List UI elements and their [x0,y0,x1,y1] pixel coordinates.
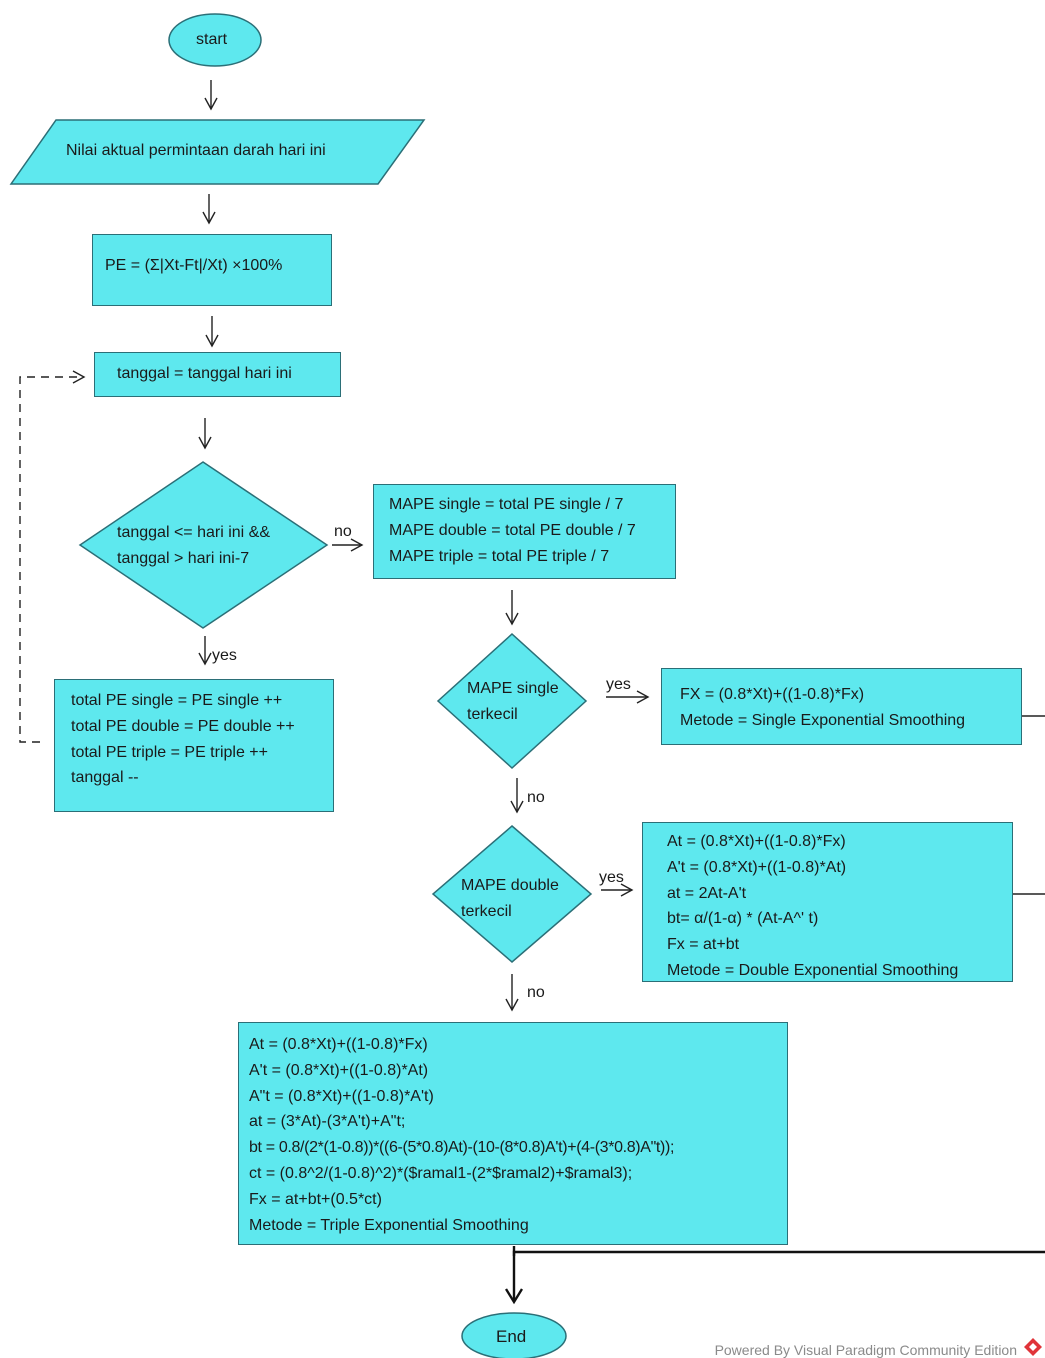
start-label: start [196,31,228,48]
double-method-line-1: At = (0.8*Xt)+((1-0.8)*Fx) [667,833,846,850]
accumulate-line-3: total PE triple = PE triple ++ [71,743,268,761]
accumulate-line-4: tanggal -- [71,769,139,787]
single-check-line-2: terkecil [467,706,518,723]
double-check-line-1: MAPE double [461,877,559,894]
end-terminator [461,1312,567,1358]
single-check-line-1: MAPE single [467,680,559,697]
double-method-line-6: Metode = Double Exponential Smoothing [667,961,959,979]
accumulate-box: total PE single = PE single ++ total PE … [54,679,334,812]
accumulate-line-1: total PE single = PE single ++ [71,692,283,709]
triple-method-line-2: A't = (0.8*Xt)+((1-0.8)*At) [249,1061,429,1079]
mape-double-line: MAPE double = total PE double / 7 [389,521,636,539]
triple-method-box: At = (0.8*Xt)+((1-0.8)*Fx) A't = (0.8*Xt… [238,1022,788,1245]
double-method-box: At = (0.8*Xt)+((1-0.8)*Fx) A't = (0.8*Xt… [642,822,1013,982]
mape-triple-line: MAPE triple = total PE triple / 7 [389,547,610,565]
start-terminator [168,13,262,67]
double-yes-label: yes [599,869,624,886]
date-no-label: no [334,523,352,540]
single-method-line-2: Metode = Single Exponential Smoothing [680,711,966,729]
input-label: Nilai aktual permintaan darah hari ini [66,142,326,159]
triple-method-line-5: bt = 0.8/(2*(1-0.8))*((6-(5*0.8)At)-(10-… [249,1139,675,1157]
single-method-line-1: FX = (0.8*Xt)+((1-0.8)*Fx) [680,686,865,703]
double-method-line-4: bt= α/(1-α) * (At-A^' t) [667,910,819,928]
double-method-line-5: Fx = at+bt [667,936,740,954]
pe-formula-box: PE = (Σ|Xt-Ft|/Xt) ×100% [92,234,332,306]
triple-method-line-6: ct = (0.8^2/(1-0.8)^2)*($ramal1-(2*$rama… [249,1164,633,1182]
single-no-label: no [527,789,545,806]
triple-method-line-1: At = (0.8*Xt)+((1-0.8)*Fx) [249,1036,428,1053]
footer-watermark: Powered By Visual Paradigm Community Edi… [714,1342,1017,1358]
single-method-box: FX = (0.8*Xt)+((1-0.8)*Fx) Metode = Sing… [661,668,1022,745]
input-parallelogram [9,119,426,185]
accumulate-line-2: total PE double = PE double ++ [71,717,295,735]
end-label: End [496,1327,527,1346]
date-check-diamond [78,461,329,629]
date-yes-label: yes [212,647,237,664]
double-method-line-2: A't = (0.8*Xt)+((1-0.8)*At) [667,858,847,876]
mape-single-line: MAPE single = total PE single / 7 [389,496,624,513]
visual-paradigm-logo-inner [1029,1343,1037,1351]
triple-method-line-7: Fx = at+bt+(0.5*ct) [249,1190,382,1208]
triple-method-line-8: Metode = Triple Exponential Smoothing [249,1216,529,1234]
double-check-diamond [431,825,593,963]
double-no-label: no [527,984,545,1001]
double-check-line-2: terkecil [461,903,512,920]
date-check-line-2: tanggal > hari ini-7 [117,550,250,567]
set-date-box: tanggal = tanggal hari ini [94,352,341,397]
mape-calc-box: MAPE single = total PE single / 7 MAPE d… [373,484,676,579]
pe-formula-text: PE = (Σ|Xt-Ft|/Xt) ×100% [105,257,283,274]
loop-back-dashed [19,370,86,743]
triple-method-line-3: A"t = (0.8*Xt)+((1-0.8)*A't) [249,1087,434,1105]
arrow-to-end [514,1250,1045,1302]
triple-method-line-4: at = (3*At)-(3*A't)+A"t; [249,1113,406,1131]
double-method-line-3: at = 2At-A't [667,884,747,902]
set-date-text: tanggal = tanggal hari ini [117,365,292,382]
single-yes-label: yes [606,676,631,693]
date-check-line-1: tanggal <= hari ini && [117,524,270,541]
single-check-diamond [436,632,588,770]
